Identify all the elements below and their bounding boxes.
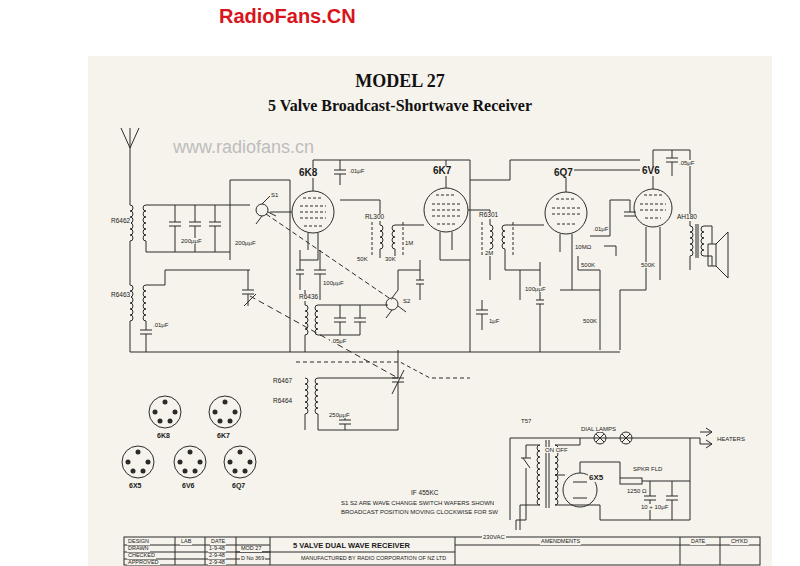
schematic-label: 10 + 10μF bbox=[640, 504, 669, 510]
schematic-label: DESIGN bbox=[127, 539, 150, 545]
schematic-label: 2-9-48 bbox=[208, 560, 226, 566]
paper-sheet bbox=[88, 56, 772, 566]
schematic-label: 6V6 bbox=[181, 482, 195, 489]
schematic-label: 200μμF bbox=[234, 240, 257, 246]
schematic-label: 6X5 bbox=[128, 482, 142, 489]
schematic-label: CH'KD bbox=[730, 539, 749, 545]
schematic-label: 30K bbox=[384, 256, 397, 262]
wiring bbox=[121, 128, 760, 565]
schematic-label: 10MΩ bbox=[574, 244, 592, 250]
schematic-label: 1250 Ω bbox=[626, 488, 648, 494]
schematic-label: AMENDMENTS bbox=[540, 539, 581, 545]
schematic-label: 5 Valve Broadcast-Shortwave Receiver bbox=[267, 98, 533, 114]
schematic-label: R6464 bbox=[272, 398, 293, 405]
schematic-label: 100μμF bbox=[322, 280, 345, 286]
diagram-title: MODEL 27 bbox=[354, 72, 446, 90]
schematic-label: ON OFF bbox=[544, 447, 569, 453]
schematic-label: CHECKED bbox=[127, 553, 156, 559]
schematic-label: 250μμF bbox=[328, 412, 351, 418]
schematic-label: 6Q7 bbox=[231, 482, 246, 489]
schematic-label: .01μF bbox=[152, 322, 169, 328]
schematic-label: S1 bbox=[270, 192, 279, 198]
schematic-label: 6K8 bbox=[298, 168, 318, 178]
schematic-label: RadioFans.CN bbox=[218, 6, 357, 26]
schematic-label: 6Q7 bbox=[553, 168, 574, 178]
schematic-label: R6462 bbox=[110, 218, 131, 225]
schematic-label: R6467 bbox=[272, 378, 293, 385]
schematic-label: DATE bbox=[690, 539, 706, 545]
schematic-label: S1 S2 ARE WAVE CHANGE SWITCH WAFERS SHOW… bbox=[340, 500, 495, 506]
schematic-label: .05μF bbox=[678, 160, 695, 166]
schematic-label: www.radiofans.cn bbox=[172, 138, 315, 156]
schematic-label: DIAL LAMPS bbox=[580, 426, 617, 432]
schematic-label: 1M bbox=[404, 240, 414, 246]
schematic-label: .01μF bbox=[348, 168, 365, 174]
schematic-label: MANUFACTURED BY RADIO CORPORATION OF NZ … bbox=[300, 556, 447, 562]
schematic-label: BROADCAST POSITION MOVING CLOCKWISE FOR … bbox=[340, 509, 499, 515]
schematic-label: LAB bbox=[180, 539, 192, 545]
schematic-label: AH180 bbox=[676, 214, 698, 221]
schematic-label: 6K8 bbox=[156, 432, 171, 439]
schematic-label: 1μF bbox=[488, 318, 500, 324]
schematic-label: .05μF bbox=[330, 338, 347, 344]
schematic-label: MOD 27 bbox=[240, 546, 262, 552]
schematic-label: 500K bbox=[580, 262, 596, 268]
schematic-label: 2M bbox=[484, 250, 494, 256]
schematic-label: HEATERS bbox=[716, 436, 746, 442]
schematic-label: S2 bbox=[402, 298, 411, 304]
schematic-label: 6V6 bbox=[641, 166, 661, 176]
schematic-label: T57 bbox=[520, 418, 532, 424]
schematic-label: 200μμF bbox=[180, 238, 203, 244]
schematic-label: 6X5 bbox=[588, 474, 604, 482]
schematic-label: 1-9-48 bbox=[208, 546, 226, 552]
schematic-label: RL300 bbox=[364, 214, 385, 221]
schematic-label: D No 369 bbox=[240, 556, 265, 562]
schematic-label: DATE bbox=[210, 539, 226, 545]
schematic-label: IF 455KC bbox=[410, 490, 439, 497]
schematic-label: SPKR FLD bbox=[632, 466, 663, 472]
schematic-label: R6301 bbox=[478, 212, 499, 219]
schematic-label: 6K7 bbox=[216, 432, 231, 439]
schematic-label: R6436 bbox=[298, 294, 319, 301]
schematic-label: 100μμF bbox=[524, 286, 547, 292]
schematic-label: 6K7 bbox=[432, 166, 452, 176]
schematic-label: 500K bbox=[640, 262, 656, 268]
schematic-label: 230VAC bbox=[482, 534, 506, 540]
schematic-label: .01μF bbox=[592, 226, 609, 232]
schematic-label: 5 VALVE DUAL WAVE RECEIVER bbox=[292, 542, 411, 550]
schematic-label: DRAWN bbox=[127, 546, 150, 552]
schematic-label: 500K bbox=[582, 318, 598, 324]
schematic-label: R6463 bbox=[110, 292, 131, 299]
schematic-label: APPROVED bbox=[127, 560, 160, 566]
schematic-label: 2-9-48 bbox=[208, 553, 226, 559]
schematic-label: 50K bbox=[356, 256, 369, 262]
